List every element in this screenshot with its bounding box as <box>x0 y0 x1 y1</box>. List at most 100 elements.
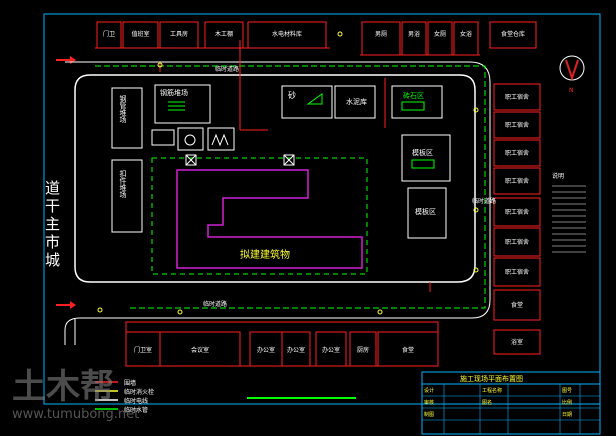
legend-label-2: 临时消火栓 <box>124 388 154 396</box>
right-room-label-4: 职工宿舍 <box>505 177 529 185</box>
top-room-label-3: 工具房 <box>170 30 188 38</box>
north-arrow-icon: N <box>559 55 585 94</box>
bottom-room-2 <box>159 331 241 367</box>
hydrant-icon-3 <box>473 107 479 113</box>
bottom-room-5 <box>315 331 347 367</box>
bottom-room-label-4: 办公室 <box>287 346 305 354</box>
watermark-url: www.tumubong.net <box>12 407 139 422</box>
mixer-icon <box>184 134 196 146</box>
hydrant-icon-2 <box>337 31 343 37</box>
batching-box <box>207 127 235 151</box>
right-room-1 <box>493 83 541 111</box>
north-label: N <box>569 87 574 94</box>
tower-crane-2 <box>283 154 295 166</box>
watermark: 土木帮 www.tumubong.net <box>12 367 139 422</box>
road-right-label: 临时道路 <box>472 197 496 205</box>
rebar-yard-label: 钢筋堆场 <box>160 88 188 97</box>
proposed-building-outline <box>176 169 363 269</box>
notes-block: 说明 <box>552 172 586 253</box>
right-room-label-9: 浴室 <box>511 338 523 346</box>
proposed-building-label: 拟建建筑物 <box>240 248 290 261</box>
steel-pipe-label: 钢管堆场 <box>119 94 127 124</box>
top-room-3 <box>159 21 199 49</box>
mold-area-1 <box>401 134 451 182</box>
right-room-2 <box>493 111 541 139</box>
mold-area-2 <box>407 187 447 239</box>
bottom-room-4 <box>281 331 311 367</box>
right-room-label-8: 食堂 <box>511 301 523 309</box>
right-room-label-2: 职工宿舍 <box>505 121 529 129</box>
hydrant-icon-7 <box>177 309 183 315</box>
hydrant-icon-5 <box>473 267 479 273</box>
steel-pipe-yard <box>111 87 143 149</box>
road-bottom-label: 临时道路 <box>203 300 227 308</box>
title-cell: 图名 <box>482 399 492 406</box>
legend-label-4: 临时水管 <box>124 406 148 414</box>
top-room-8 <box>427 21 453 56</box>
top-room-label-4: 木工棚 <box>215 30 233 38</box>
title-block-heading: 施工现场平面布置图 <box>460 374 523 383</box>
right-room-label-3: 职工宿舍 <box>505 149 529 157</box>
right-room-label-5: 职工宿舍 <box>505 208 529 216</box>
rebar-yard <box>154 84 211 124</box>
hydrant-icon-1 <box>157 62 163 68</box>
batching-icon <box>211 133 229 147</box>
rebar-hatch <box>168 101 185 111</box>
right-room-3 <box>493 139 541 167</box>
road-top-label: 临时道路 <box>215 65 239 73</box>
right-room-6 <box>493 227 541 257</box>
mold-area-1-label: 模板区 <box>412 148 433 157</box>
fastener-label: 扣件堆场 <box>119 169 127 199</box>
top-room-6 <box>361 21 401 56</box>
brick-stack-icon <box>401 101 425 111</box>
right-room-label-6: 职工宿舍 <box>505 238 529 246</box>
top-room-label-9: 女浴 <box>460 30 472 38</box>
entrance-arrow-bottom <box>56 301 76 309</box>
top-room-9 <box>453 21 479 56</box>
top-room-label-6: 男厕 <box>375 31 387 38</box>
right-room-4 <box>493 167 541 195</box>
hydrant-icon-4 <box>473 207 479 213</box>
title-cell: 制图 <box>424 411 434 418</box>
title-block: 施工现场平面布置图 设计工程名称图号审核图名比例制图日期 <box>421 371 601 435</box>
tower-crane-1 <box>185 154 197 166</box>
bottom-room-6 <box>349 331 377 367</box>
bottom-room-row: 门卫室会议室办公室办公室办公室厨房食堂 <box>125 321 439 367</box>
right-room-label-7: 职工宿舍 <box>505 268 529 276</box>
top-room-2 <box>122 21 159 49</box>
legend-label-1: 围墙 <box>124 379 136 387</box>
site-road-outline <box>74 74 476 283</box>
right-room-label-1: 职工宿舍 <box>505 93 529 101</box>
sand-pile-icon <box>306 93 323 105</box>
right-room-8 <box>493 289 541 321</box>
right-room-5 <box>493 197 541 227</box>
brick-label: 砖石区 <box>403 91 424 100</box>
top-room-row: 门卫值班室工具房木工棚水电材料库男厕男浴女厕女浴食堂仓库 <box>95 21 537 56</box>
hydrant-icon-8 <box>97 307 103 313</box>
top-room-5 <box>247 21 327 49</box>
title-cell: 比例 <box>562 399 572 406</box>
road-label: 道干主市城 <box>43 180 61 270</box>
bottom-room-label-5: 办公室 <box>322 346 340 354</box>
bottom-room-label-2: 会议室 <box>191 346 209 354</box>
top-room-1 <box>96 21 122 49</box>
title-cell: 设计 <box>424 387 434 394</box>
top-room-label-8: 女厕 <box>434 30 446 38</box>
top-room-label-10: 食堂仓库 <box>501 30 525 38</box>
bottom-room-label-1: 门卫室 <box>134 346 152 354</box>
fastener-yard <box>111 159 143 233</box>
top-room-10 <box>489 21 537 49</box>
mold-area-2-label: 模板区 <box>415 207 436 216</box>
right-room-9 <box>493 329 541 355</box>
top-room-label-5: 水电材料库 <box>272 30 302 38</box>
title-cell: 审核 <box>424 399 434 406</box>
bottom-room-7 <box>377 331 439 367</box>
bottom-room-label-3: 办公室 <box>257 346 275 354</box>
top-room-label-2: 值班室 <box>131 30 149 38</box>
right-room-7 <box>493 257 541 287</box>
top-room-label-7: 男浴 <box>408 30 420 38</box>
bottom-room-label-6: 厨房 <box>357 346 369 354</box>
